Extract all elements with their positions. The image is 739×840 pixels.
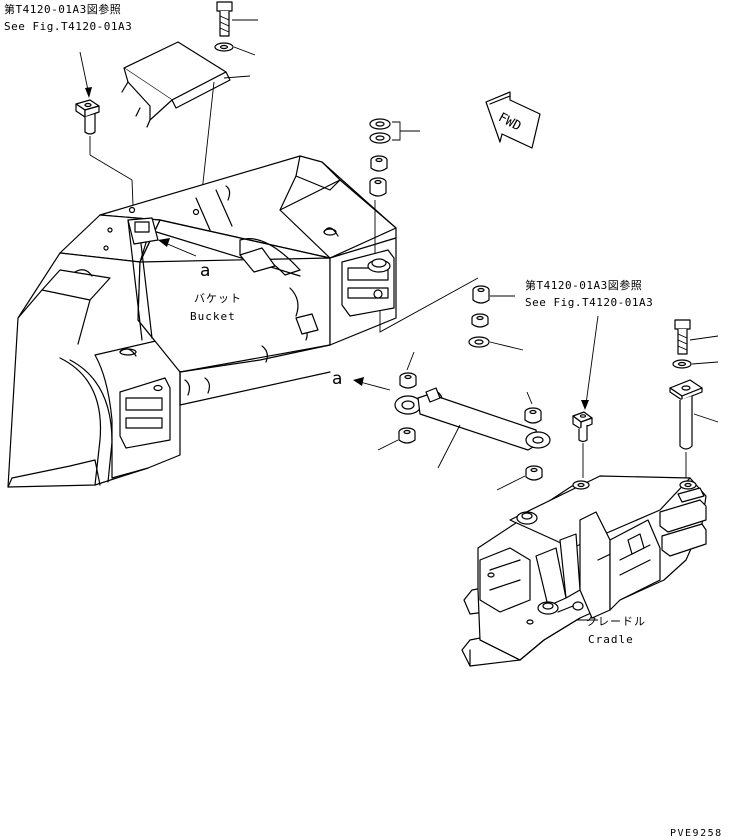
leader-connector [379, 277, 479, 333]
link-rod [394, 387, 551, 469]
section-a-upper: a [158, 238, 210, 281]
spacer-stack-right [468, 285, 524, 351]
spacer-stack-upper [369, 118, 420, 254]
bucket-label: バケット Bucket [190, 292, 242, 323]
spacer-rod-lower-left [377, 427, 416, 451]
bolt-top [199, 1, 258, 211]
long-pin-right [669, 379, 719, 478]
reference-en-top-left: See Fig.T4120-01A3 [4, 20, 132, 33]
section-a-lower: a [332, 369, 391, 391]
cover-plate [121, 41, 251, 128]
reference-callout-top-left: 第T4120-01A3図参照 See Fig.T4120-01A3 [4, 2, 132, 98]
reference-callout-right: 第T4120-01A3図参照 See Fig.T4120-01A3 [525, 278, 653, 410]
pin-part-top-left [75, 99, 134, 206]
reference-en-right: See Fig.T4120-01A3 [525, 296, 653, 309]
pin-part-cradle [572, 411, 593, 478]
section-a-upper-label: a [200, 261, 210, 281]
cradle-assembly [461, 475, 707, 667]
fwd-direction-arrow: FWD [485, 91, 541, 149]
spacer-rod-right [496, 391, 543, 491]
cradle-label-en: Cradle [588, 633, 634, 646]
cradle-label-jp: クレードル [586, 615, 646, 628]
reference-jp-top-left: 第T4120-01A3図参照 [4, 2, 121, 16]
reference-jp-right: 第T4120-01A3図参照 [525, 278, 642, 292]
section-a-lower-label: a [332, 369, 342, 389]
bucket-label-en: Bucket [190, 310, 236, 323]
bucket-frame [7, 155, 397, 488]
cradle-label: クレードル Cradle [586, 615, 646, 646]
bucket-label-jp: バケット [194, 292, 242, 305]
bolt-right [672, 319, 719, 369]
drawing-code: PVE9258 [670, 828, 723, 839]
spacer-rod-upper-left [399, 351, 417, 389]
